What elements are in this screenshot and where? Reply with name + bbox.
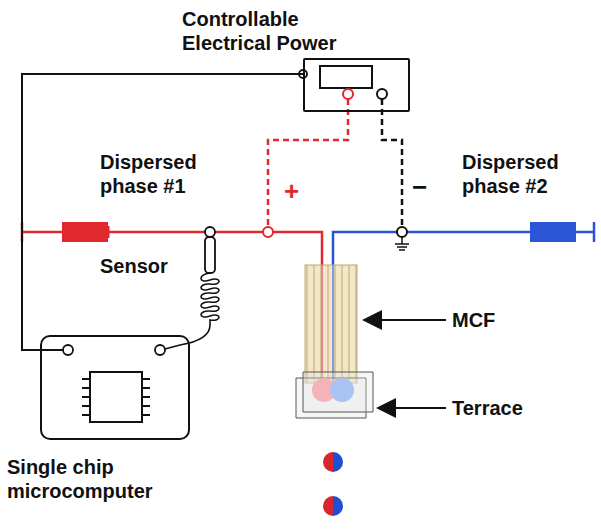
power-supply-box: Controllable Electrical Power <box>303 58 410 112</box>
negative-lead <box>382 99 402 228</box>
negative-terminal <box>377 89 387 99</box>
sensor <box>205 227 215 237</box>
polarity-sign: + <box>284 176 314 206</box>
node-title: Single chip microcomputer <box>7 455 167 503</box>
mcf <box>305 265 357 383</box>
display <box>320 66 372 88</box>
droplet <box>330 378 354 402</box>
chip <box>90 372 142 422</box>
microcomputer-box: Single chip microcomputer <box>40 335 190 440</box>
syringe <box>530 222 576 242</box>
sensor-cable <box>165 273 219 349</box>
polarity-sign: − <box>412 172 442 202</box>
phase-label: Dispersed phase #1 <box>100 150 220 198</box>
ground <box>397 227 407 237</box>
phase-label: Dispersed phase #2 <box>462 150 582 198</box>
signal-wire <box>22 74 303 350</box>
phase2-line <box>333 232 530 275</box>
part-label: Terrace <box>452 396 552 420</box>
positive-lead <box>268 99 348 228</box>
part-label: MCF <box>452 308 522 332</box>
positive-terminal <box>343 89 353 99</box>
node-title: Controllable Electrical Power <box>182 7 354 55</box>
sensor-label: Sensor <box>100 254 190 278</box>
syringe <box>62 222 108 242</box>
